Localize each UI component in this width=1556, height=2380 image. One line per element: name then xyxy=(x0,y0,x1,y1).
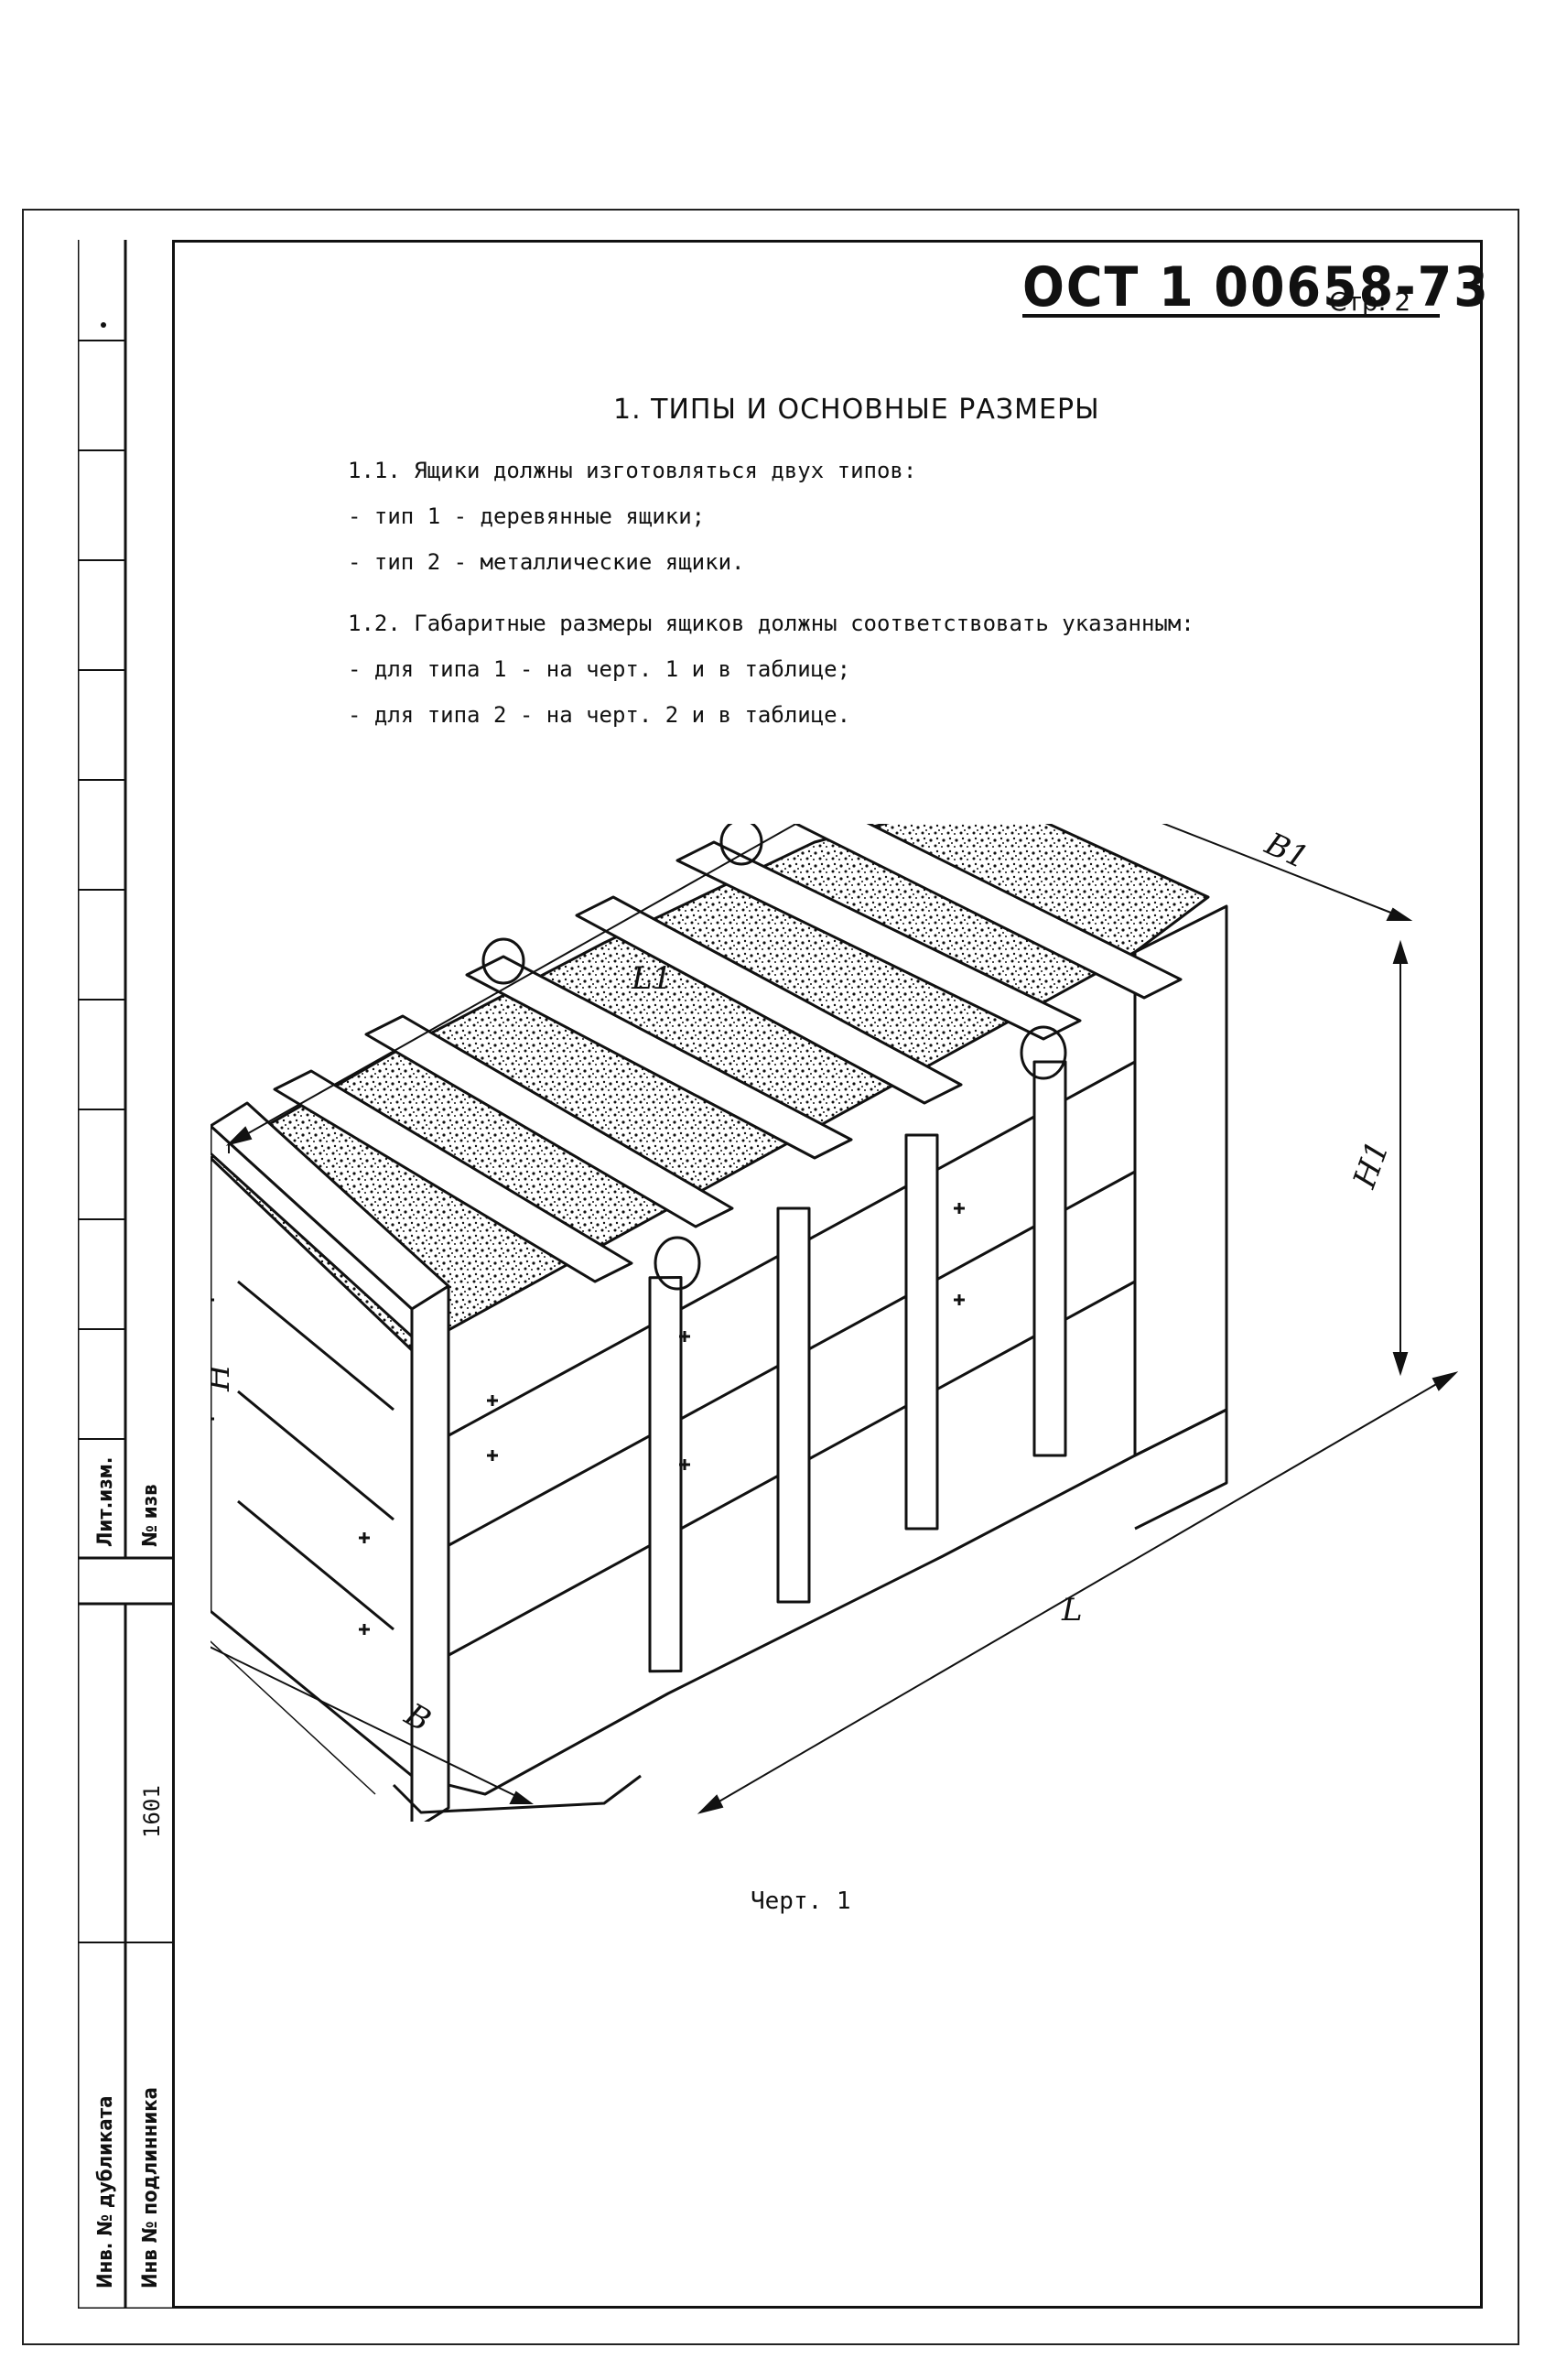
inv-dubl-label: Инв. № дубликата xyxy=(94,2095,117,2288)
page-inner-border xyxy=(172,240,1483,2309)
inv-podl-label: Инв № подлинника xyxy=(139,2087,162,2288)
inv-podl-value: 1601 xyxy=(139,1785,165,1838)
dim-label-b1: B1 xyxy=(1259,825,1313,876)
dim-label-h1: H1 xyxy=(1346,1136,1397,1194)
list-item-type2: - тип 2 - металлические ящики. xyxy=(348,549,745,575)
list-item-dims-type2: - для типа 2 - на черт. 2 и в таблице. xyxy=(348,702,851,728)
lit-izm-label: Лит.изм. xyxy=(94,1456,117,1547)
header-underline xyxy=(1022,314,1440,318)
paragraph-1-2: 1.2. Габаритные размеры ящиков должны со… xyxy=(348,611,1194,636)
list-item-dims-type1: - для типа 1 - на черт. 1 и в таблице; xyxy=(348,656,851,682)
crate-drawing: L1 B1 H1 H B L xyxy=(211,824,1459,1822)
dim-label-l1: L1 xyxy=(631,960,672,997)
no-izv-label: № изв xyxy=(139,1484,162,1547)
page-outer-border xyxy=(22,209,1519,2345)
drawing-caption: Черт. 1 xyxy=(751,1888,851,1915)
registration-strip xyxy=(78,240,172,2309)
doc-number: ОСТ 1 00658-73 xyxy=(1022,255,1490,319)
section-title: 1. ТИПЫ И ОСНОВНЫЕ РАЗМЕРЫ xyxy=(613,394,1100,426)
dim-label-h: H xyxy=(211,1363,237,1392)
dim-label-l: L xyxy=(1061,1592,1083,1628)
page-label: Стр. 2 xyxy=(1329,287,1411,317)
paragraph-1-1: 1.1. Ящики должны изготовляться двух тип… xyxy=(348,458,917,483)
list-item-type1: - тип 1 - деревянные ящики; xyxy=(348,503,706,529)
